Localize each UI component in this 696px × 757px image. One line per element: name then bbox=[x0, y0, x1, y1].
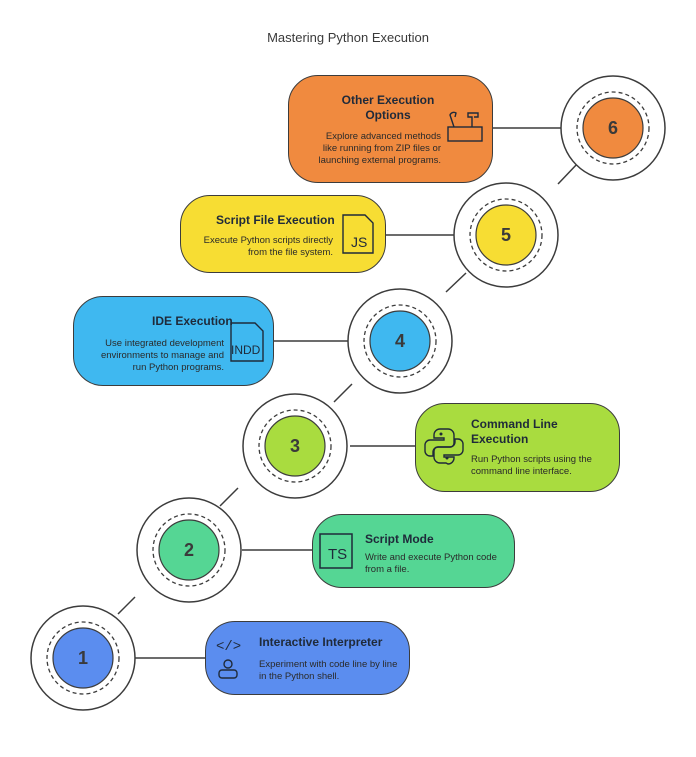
step-number: 3 bbox=[289, 436, 300, 456]
step-title: IDE Execution bbox=[152, 314, 233, 328]
indd-file-icon: INDD bbox=[229, 322, 271, 369]
step-circle-fill bbox=[369, 310, 431, 372]
svg-text:INDD: INDD bbox=[231, 343, 261, 357]
svg-text:TS: TS bbox=[328, 546, 347, 563]
step-circle-dashed-ring bbox=[363, 304, 437, 378]
connector-2-3 bbox=[219, 487, 239, 507]
step-number: 6 bbox=[607, 118, 618, 138]
connector-5-6 bbox=[557, 162, 579, 185]
step-number: 2 bbox=[183, 540, 194, 560]
step-card-script-mode: TS Script Mode Write and execute Python … bbox=[312, 514, 515, 588]
step-number: 4 bbox=[394, 331, 405, 351]
step-description: Explore advanced methods like running fr… bbox=[318, 131, 441, 166]
connector-3-4 bbox=[333, 383, 353, 403]
js-file-icon: JS bbox=[341, 214, 381, 261]
step-title: Command Line Execution bbox=[471, 417, 558, 446]
svg-text:</>: </> bbox=[216, 639, 241, 655]
step-card-other-execution-options: Other Execution Options Explore advanced… bbox=[288, 75, 493, 183]
step-circle-dashed-ring bbox=[576, 91, 650, 165]
step-description: Run Python scripts using the command lin… bbox=[471, 454, 592, 477]
ts-file-icon: TS bbox=[319, 533, 355, 576]
step-title: Script File Execution bbox=[216, 213, 335, 227]
step-description: Execute Python scripts directly from the… bbox=[203, 235, 333, 258]
svg-text:JS: JS bbox=[351, 234, 367, 250]
step-number: 5 bbox=[500, 225, 511, 245]
step-description: Write and execute Python code from a fil… bbox=[365, 552, 497, 575]
step-description: Use integrated development environments … bbox=[100, 338, 224, 373]
step-card-ide-execution: IDE Execution Use integrated development… bbox=[73, 296, 274, 386]
step-card-script-file-execution: Script File Execution Execute Python scr… bbox=[180, 195, 386, 273]
step-title: Script Mode bbox=[365, 532, 434, 546]
step-description: Experiment with code line by line in the… bbox=[259, 659, 398, 682]
step-circle-dashed-ring bbox=[258, 409, 332, 483]
step-circle-fill bbox=[582, 97, 644, 159]
step-circle-fill bbox=[264, 415, 326, 477]
step-title: Other Execution Options bbox=[341, 93, 435, 122]
step-circle-dashed-ring bbox=[469, 198, 543, 272]
connector-1-2 bbox=[117, 596, 136, 615]
step-circle-fill bbox=[475, 204, 537, 266]
step-circle-dashed-ring bbox=[152, 513, 226, 587]
step-card-command-line-execution: Command Line Execution Run Python script… bbox=[415, 403, 620, 492]
diagram-title: Mastering Python Execution bbox=[267, 30, 429, 45]
step-title: Interactive Interpreter bbox=[259, 635, 383, 649]
code-person-icon: </> bbox=[214, 636, 250, 687]
step-circle-fill bbox=[52, 627, 114, 689]
step-number: 1 bbox=[77, 648, 88, 668]
python-logo-icon bbox=[424, 426, 464, 471]
step-circle-dashed-ring bbox=[46, 621, 120, 695]
connector-4-5 bbox=[445, 272, 467, 293]
toolbox-icon bbox=[446, 109, 486, 150]
step-card-interactive-interpreter: </> Interactive Interpreter Experiment w… bbox=[205, 621, 410, 695]
step-circle-fill bbox=[158, 519, 220, 581]
